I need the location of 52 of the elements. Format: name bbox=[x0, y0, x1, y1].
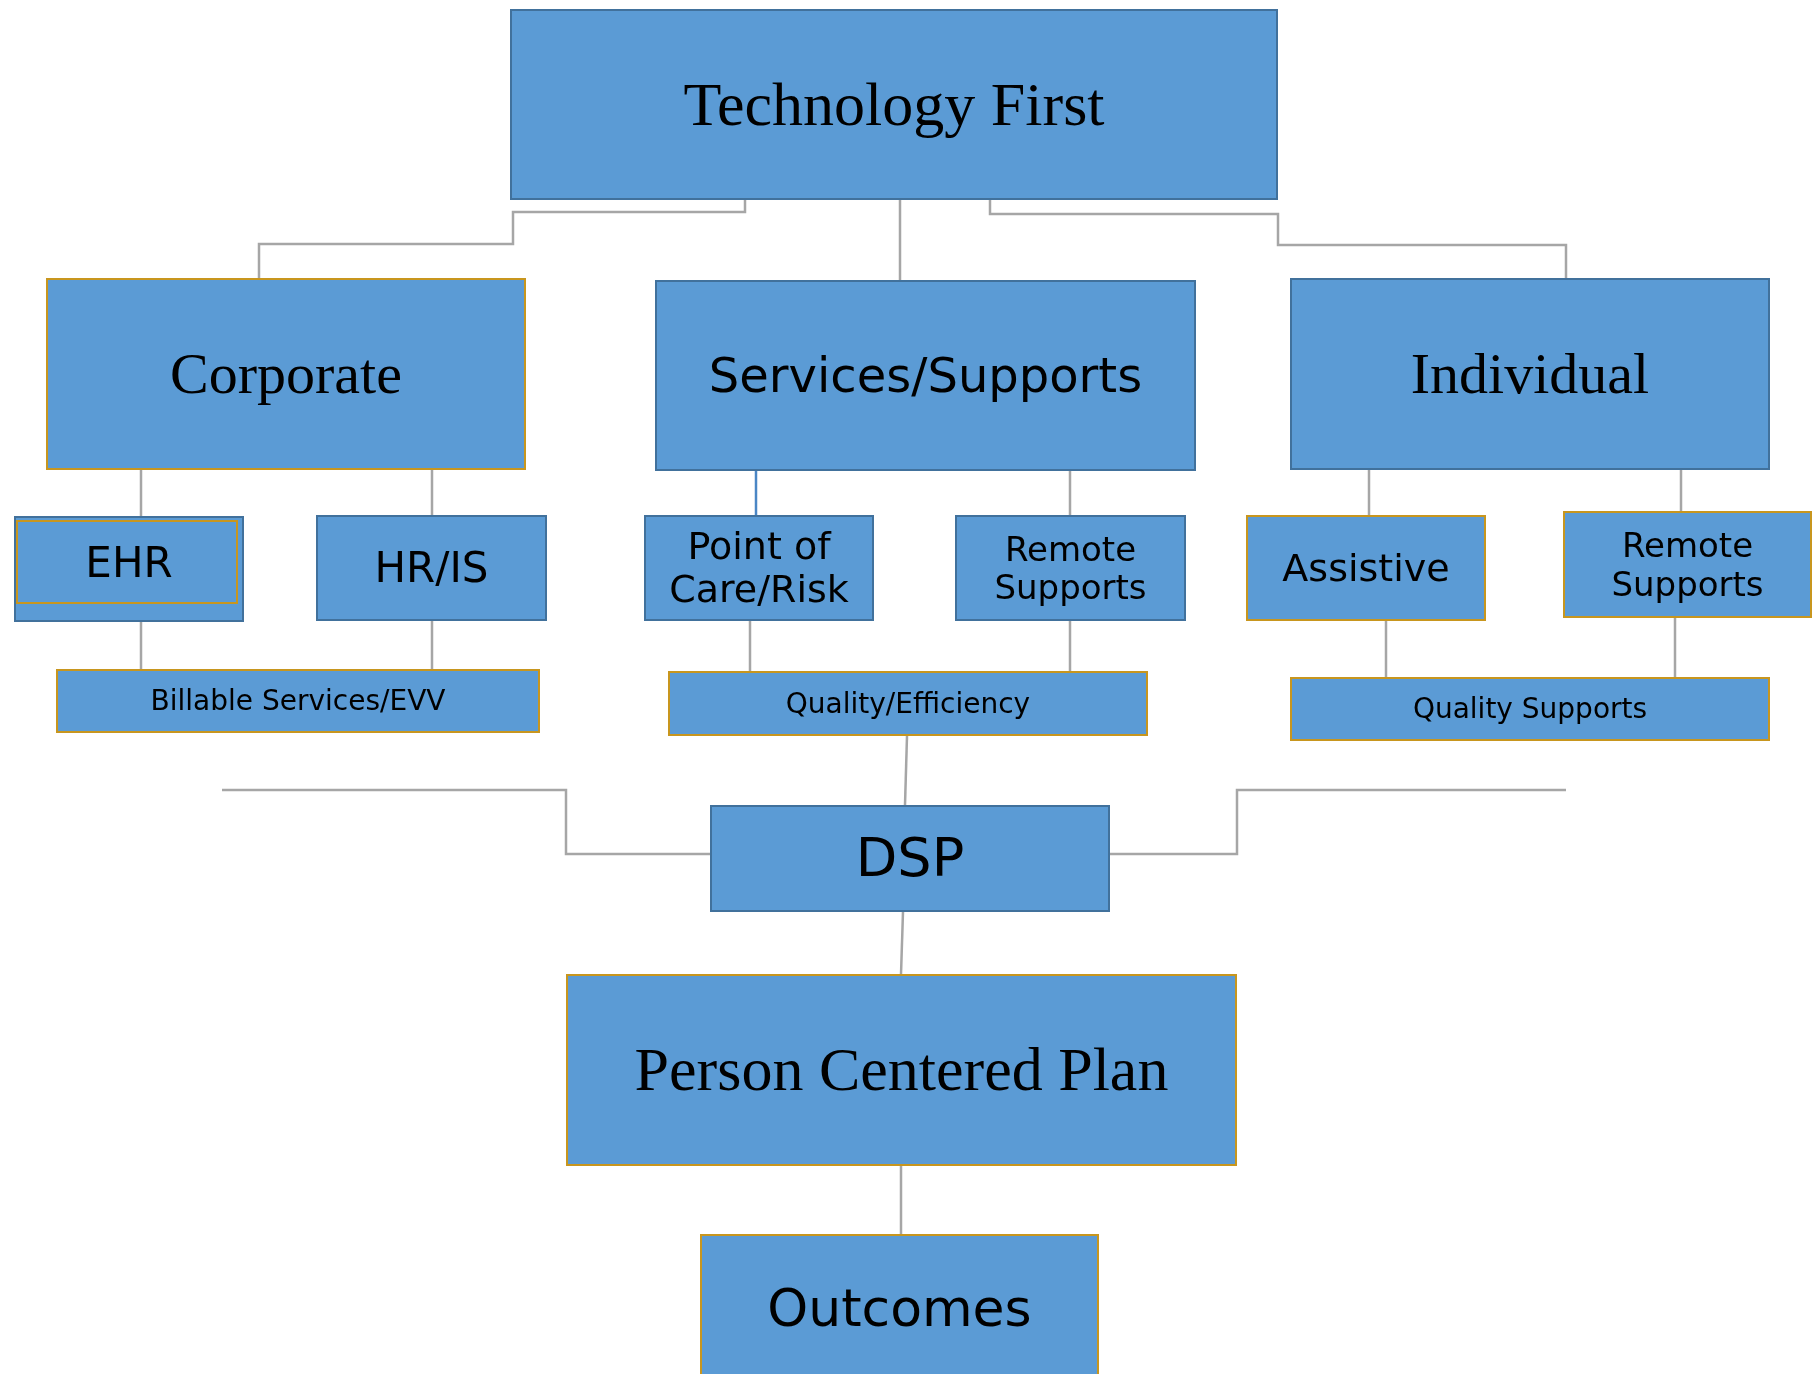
connector-line bbox=[754, 471, 758, 515]
box-label: Assistive bbox=[1282, 546, 1450, 590]
box-label: HR/IS bbox=[374, 544, 489, 592]
connector-line bbox=[257, 200, 747, 278]
org-box bbox=[1563, 511, 1812, 618]
connector-line bbox=[1110, 788, 1566, 856]
org-box bbox=[510, 9, 1278, 200]
org-box bbox=[955, 515, 1186, 621]
box-label: Billable Services/EVV bbox=[150, 685, 446, 717]
org-box bbox=[668, 671, 1148, 736]
box-label: Quality/Efficiency bbox=[785, 687, 1031, 720]
box-label: Remote Supports bbox=[993, 529, 1148, 607]
org-box bbox=[700, 1234, 1099, 1374]
box-label: DSP bbox=[855, 828, 965, 889]
connector-line bbox=[1068, 471, 1072, 515]
org-box bbox=[655, 280, 1196, 471]
connector-line bbox=[1068, 621, 1072, 671]
box-label: Outcomes bbox=[767, 1278, 1032, 1338]
org-box bbox=[56, 669, 540, 733]
org-box bbox=[1290, 278, 1770, 470]
connector-line bbox=[1679, 470, 1683, 511]
org-box bbox=[316, 515, 547, 621]
org-box bbox=[1290, 677, 1770, 741]
org-box bbox=[710, 805, 1110, 912]
org-box bbox=[644, 515, 874, 621]
box-label: EHR bbox=[85, 539, 173, 587]
box-label: Corporate bbox=[170, 341, 402, 407]
connector-line bbox=[139, 470, 143, 516]
connector-line bbox=[903, 735, 909, 806]
connector-line bbox=[1673, 618, 1677, 677]
connector-line bbox=[899, 1166, 903, 1234]
box-label: Remote Supports bbox=[1610, 526, 1765, 603]
connector-line bbox=[898, 200, 902, 280]
connector-line bbox=[899, 911, 905, 975]
org-box bbox=[46, 278, 526, 470]
connector-line bbox=[222, 788, 710, 856]
box-label: Person Centered Plan bbox=[634, 1035, 1169, 1105]
box-label: Technology First bbox=[683, 69, 1105, 140]
connector-line bbox=[430, 470, 434, 515]
connector-line bbox=[139, 622, 143, 669]
connector-line bbox=[1367, 470, 1371, 515]
org-box bbox=[566, 974, 1237, 1166]
box-label: Point of Care/Risk bbox=[668, 525, 850, 611]
org-box bbox=[1246, 515, 1486, 621]
org-box bbox=[14, 516, 244, 622]
box-label: Services/Supports bbox=[708, 348, 1143, 403]
connector-line bbox=[988, 200, 1568, 278]
connector-line bbox=[430, 621, 434, 669]
connector-line bbox=[748, 621, 752, 671]
connector-line bbox=[1384, 621, 1388, 677]
box-label: Quality Supports bbox=[1412, 693, 1648, 725]
box-label: Individual bbox=[1410, 341, 1650, 407]
